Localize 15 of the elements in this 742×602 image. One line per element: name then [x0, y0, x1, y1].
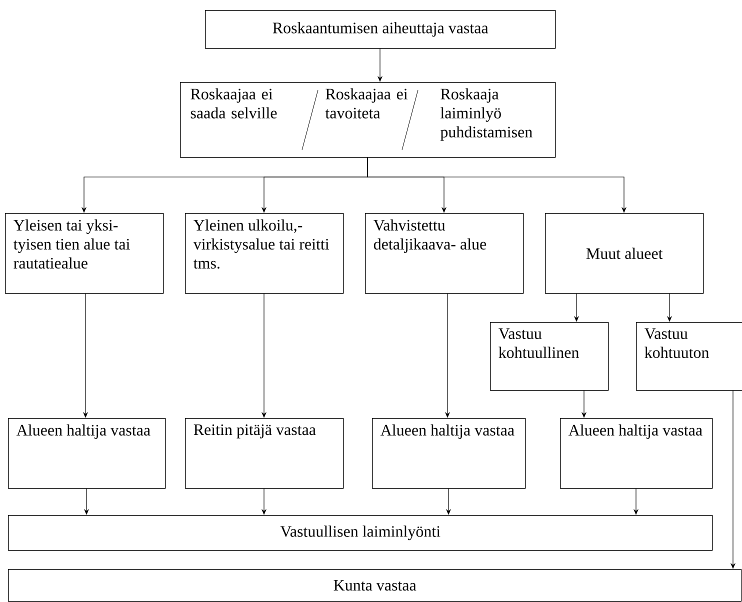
process-box: Yleisen tai yksi- tyisen tien alue tai rautatiealue: [5, 213, 164, 294]
process-box: Alueen haltija vastaa: [8, 418, 166, 489]
process-box: Reitin pitäjä vastaa: [185, 418, 344, 489]
arrow: [367, 157, 627, 213]
process-box: Vahvistettu detaljikaava- alue: [365, 213, 524, 294]
process-box: Vastuullisen laiminlyönti: [8, 515, 713, 551]
process-box: Vastuu kohtuullinen: [490, 322, 609, 391]
process-box: Yleinen ulkoilu,- virkistysalue tai reitti tms.: [185, 213, 344, 294]
process-box: Alueen haltija vastaa: [372, 418, 526, 489]
process-box: Kunta vastaa: [8, 569, 742, 602]
process-box: Roskaantumisen aiheuttaja vastaa: [205, 10, 556, 49]
process-box: Muut alueet: [545, 213, 704, 294]
process-box: Roskaajaa ei saada selville Roskaajaa ei tavoiteta Roskaaja laiminlyö puhdistamisen: [180, 82, 556, 158]
process-box: Vastuu kohtuuton: [636, 322, 742, 391]
process-box: Alueen haltija vastaa: [560, 418, 713, 489]
